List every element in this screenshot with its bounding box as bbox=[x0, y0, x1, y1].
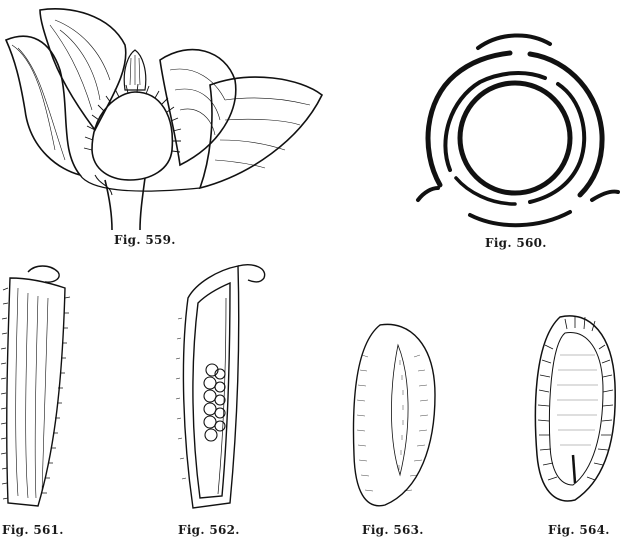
figure-563-seed-exterior bbox=[340, 315, 450, 515]
concentric-arcs-drawing bbox=[410, 20, 620, 235]
flower-section-drawing bbox=[0, 0, 330, 235]
figure-563-caption: Fig. 563. bbox=[362, 523, 424, 537]
seed-exterior-drawing bbox=[340, 315, 450, 515]
figure-564-caption: Fig. 564. bbox=[548, 523, 610, 537]
figure-561-elongated-organ bbox=[0, 258, 80, 513]
figure-564-seed-section bbox=[525, 305, 620, 515]
figure-562-organ-section bbox=[168, 258, 278, 518]
figure-560-caption: Fig. 560. bbox=[485, 236, 547, 250]
figure-559-flower-section bbox=[0, 0, 330, 235]
section-with-seeds-drawing bbox=[168, 258, 278, 518]
figure-562-caption: Fig. 562. bbox=[178, 523, 240, 537]
figure-561-caption: Fig. 561. bbox=[2, 523, 64, 537]
hairy-organ-drawing bbox=[0, 258, 80, 513]
seeds bbox=[204, 364, 225, 441]
figure-559-caption: Fig. 559. bbox=[114, 233, 176, 247]
seed-section-drawing bbox=[525, 305, 620, 515]
figure-560-floral-diagram bbox=[410, 20, 620, 235]
